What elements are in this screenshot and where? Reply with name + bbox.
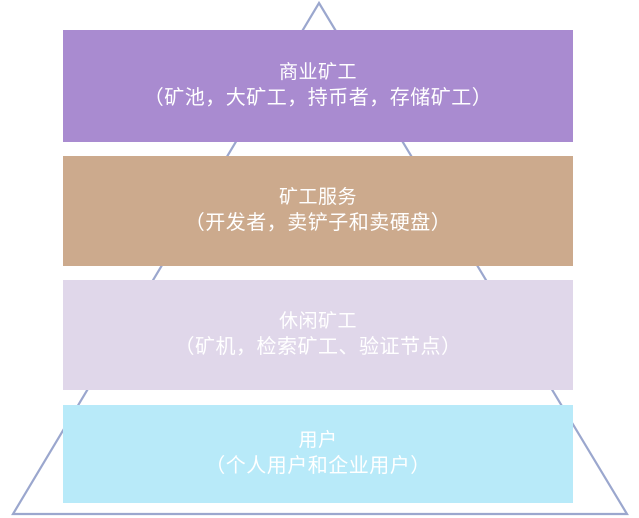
band-subtitle: （矿池，大矿工，持币者，存储矿工） [143,87,493,109]
band-subtitle: （个人用户和企业用户） [205,455,431,477]
band-title: 休闲矿工 [278,311,357,332]
pyramid-band-miner-services: 矿工服务 （开发者，卖铲子和卖硬盘） [63,156,573,266]
pyramid-band-commercial-miners: 商业矿工 （矿池，大矿工，持币者，存储矿工） [63,30,573,142]
band-title: 用户 [298,430,338,451]
pyramid-band-users: 用户 （个人用户和企业用户） [63,405,573,503]
band-title: 矿工服务 [278,187,357,208]
band-title: 商业矿工 [278,62,357,83]
band-subtitle: （矿机，检索矿工、验证节点） [174,336,462,358]
pyramid-band-casual-miners: 休闲矿工 （矿机，检索矿工、验证节点） [63,280,573,390]
band-subtitle: （开发者，卖铲子和卖硬盘） [184,212,452,234]
